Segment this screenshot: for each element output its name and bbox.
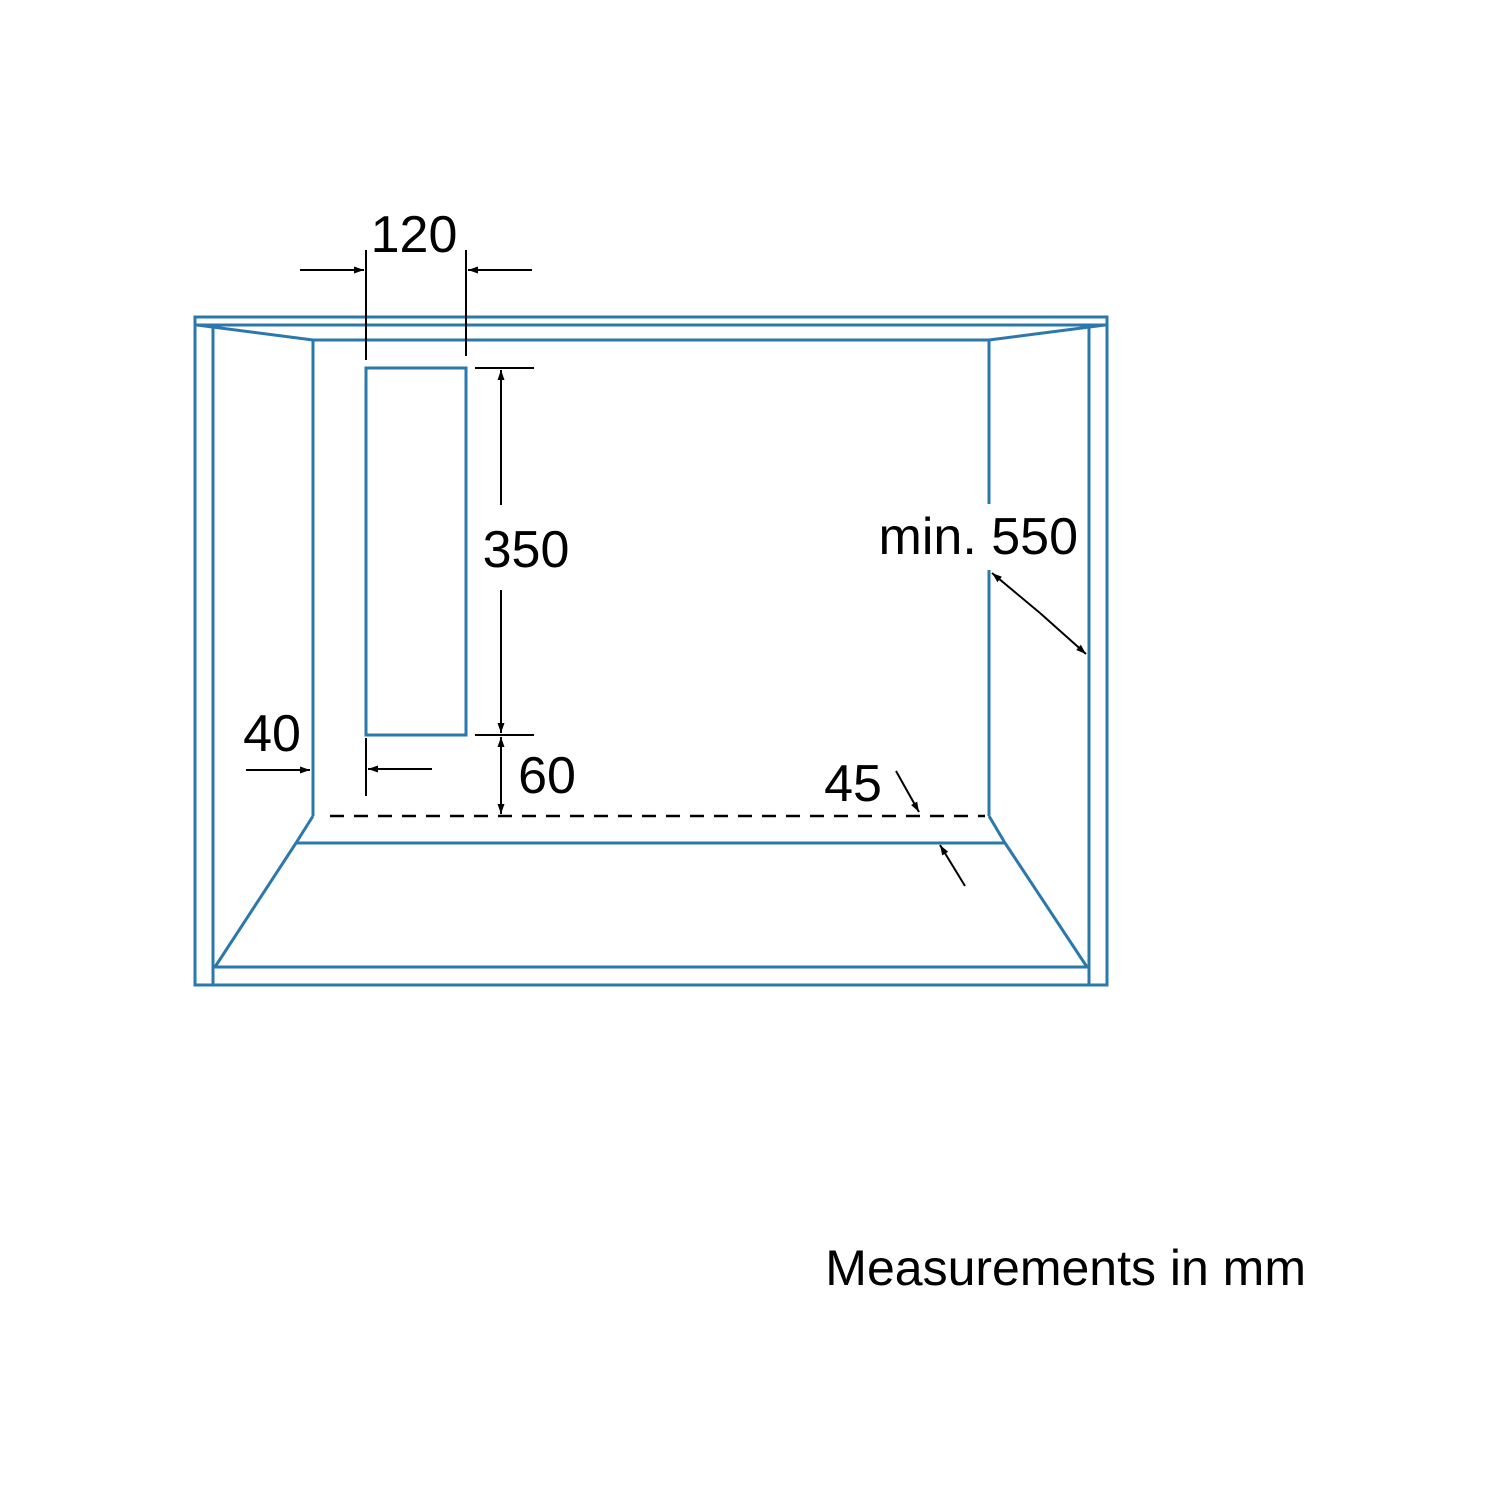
- floor-right-diagonal: [1003, 842, 1089, 968]
- dimension-labels: 120 350 60 40 min. 550 45: [243, 206, 1078, 813]
- opening-height-label: 350: [483, 521, 570, 579]
- rear-offset-arrow-top: [895, 770, 920, 813]
- measurement-unit-caption: Measurements in mm: [825, 1240, 1306, 1296]
- floor-right-corner: [987, 815, 1007, 844]
- cabinet-outer-frame: [193, 315, 1109, 987]
- cabinet-outline: [193, 315, 1109, 987]
- bottom-offset-label: 60: [518, 747, 576, 805]
- ventilation-opening: [364, 366, 468, 737]
- top-left-perspective: [196, 323, 314, 342]
- depth-arrow-front: [1039, 612, 1087, 655]
- rear-offset-label: 45: [824, 755, 882, 813]
- rear-offset-arrow-bottom: [939, 844, 966, 887]
- top-right-perspective: [988, 323, 1106, 342]
- side-offset-label: 40: [243, 705, 301, 763]
- depth-label: min. 550: [879, 508, 1078, 566]
- floor-left-diagonal: [213, 842, 298, 968]
- floor-left-corner: [294, 815, 315, 844]
- opening-width-label: 120: [371, 206, 458, 264]
- depth-arrow-back: [991, 572, 1041, 614]
- dimension-lines: [246, 250, 1087, 887]
